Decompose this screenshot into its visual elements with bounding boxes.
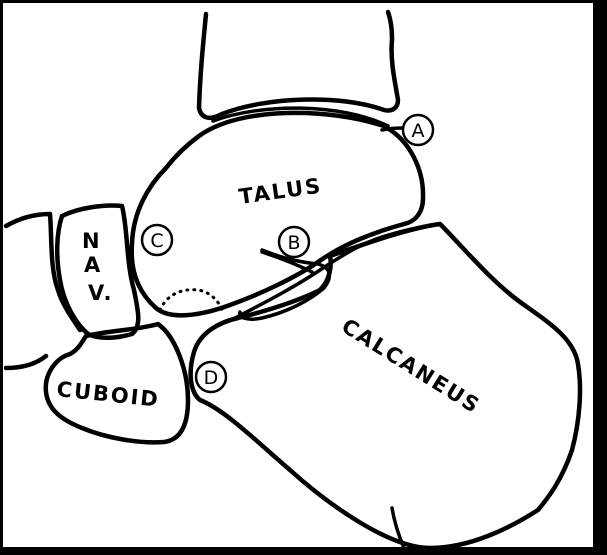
joint-marker-d-label: D <box>204 367 219 389</box>
navicular-label-v: V. <box>88 281 114 305</box>
navicular-label-n: N <box>82 229 102 253</box>
joint-marker-b-label: B <box>287 232 300 254</box>
joint-marker-c: C <box>142 225 172 255</box>
navicular-label-a: A <box>84 253 102 277</box>
joint-marker-c-label: C <box>150 230 163 252</box>
joint-marker-a-label: A <box>412 120 425 142</box>
joint-marker-d: D <box>196 362 226 392</box>
